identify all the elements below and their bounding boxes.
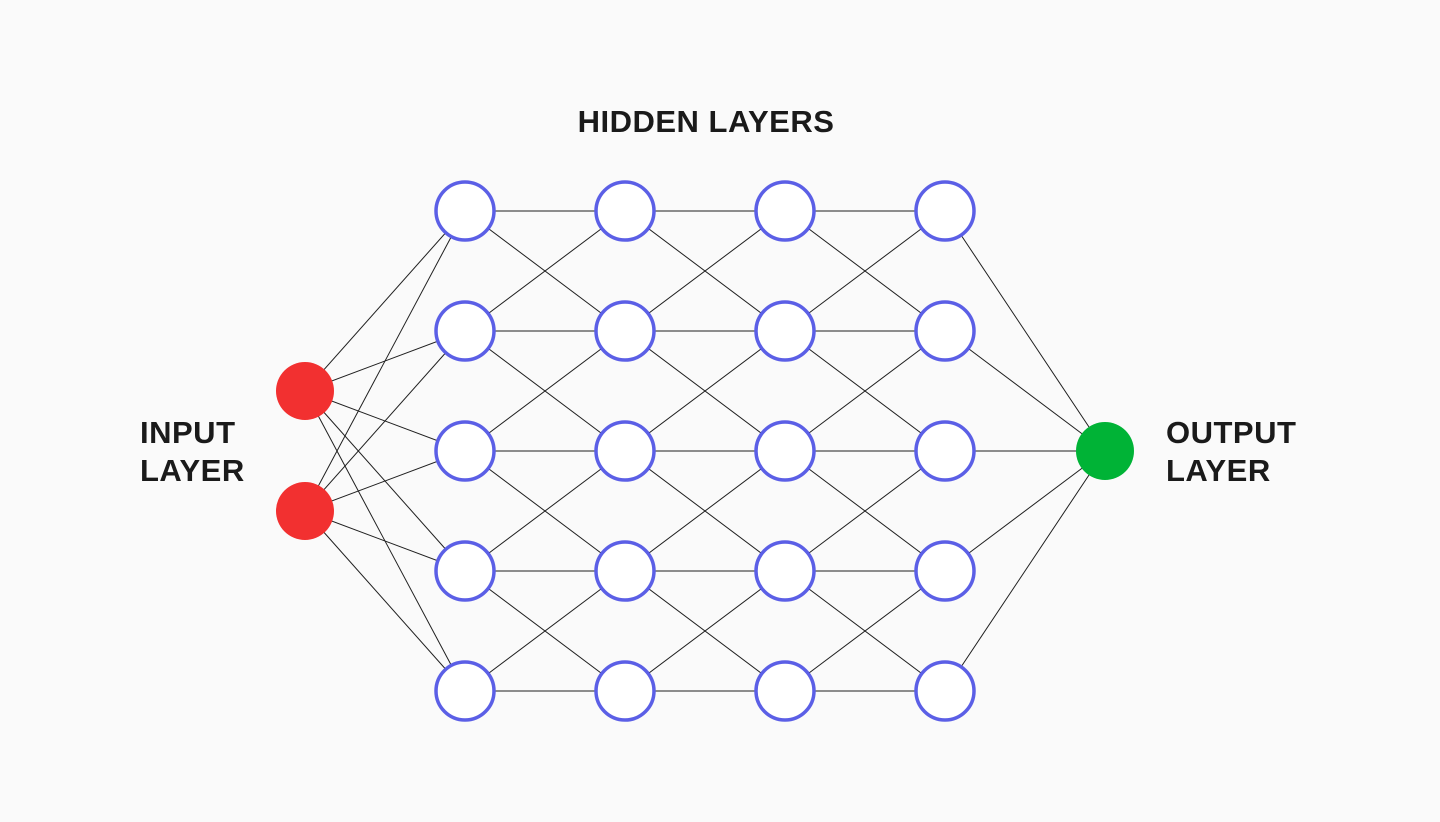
hidden-node-3-3: [754, 540, 816, 602]
hidden-node-2-3: [594, 540, 656, 602]
input-node-0-0: [276, 362, 334, 420]
connection-line: [784, 330, 946, 452]
connection-line: [944, 330, 1106, 452]
connection-line: [624, 570, 786, 692]
hidden-node-1-1: [434, 300, 496, 362]
input-layer-label-line1: INPUT: [140, 415, 236, 450]
connection-line: [624, 210, 786, 332]
output-layer-label-line2: LAYER: [1166, 453, 1271, 488]
hidden-node-4-2: [914, 420, 976, 482]
hidden-node-3-0: [754, 180, 816, 242]
connection-line: [624, 330, 786, 452]
connection-line: [784, 450, 946, 572]
hidden-node-3-1: [754, 300, 816, 362]
nodes: [276, 180, 1134, 722]
hidden-node-4-1: [914, 300, 976, 362]
connection-line: [784, 210, 946, 332]
connection-line: [304, 330, 466, 512]
connection-line: [944, 450, 1106, 572]
hidden-node-1-4: [434, 660, 496, 722]
output-layer-label-line1: OUTPUT: [1166, 415, 1296, 450]
connection-line: [784, 570, 946, 692]
input-layer-label-line2: LAYER: [140, 453, 245, 488]
hidden-node-1-2: [434, 420, 496, 482]
hidden-node-2-2: [594, 420, 656, 482]
hidden-layers-label: HIDDEN LAYERS: [578, 104, 835, 139]
hidden-node-4-3: [914, 540, 976, 602]
hidden-node-2-0: [594, 180, 656, 242]
connections: [304, 210, 1106, 692]
connection-line: [464, 210, 626, 332]
connection-line: [944, 210, 1106, 452]
hidden-node-3-2: [754, 420, 816, 482]
connection-line: [464, 330, 626, 452]
connection-line: [464, 570, 626, 692]
connection-line: [624, 450, 786, 572]
connection-line: [944, 450, 1106, 692]
hidden-node-2-4: [594, 660, 656, 722]
hidden-node-1-0: [434, 180, 496, 242]
output-node-5-0: [1076, 422, 1134, 480]
hidden-node-4-0: [914, 180, 976, 242]
input-node-0-1: [276, 482, 334, 540]
hidden-node-2-1: [594, 300, 656, 362]
connection-line: [304, 210, 466, 392]
connection-line: [464, 450, 626, 572]
hidden-node-3-4: [754, 660, 816, 722]
hidden-node-1-3: [434, 540, 496, 602]
connection-line: [304, 210, 466, 512]
hidden-node-4-4: [914, 660, 976, 722]
connection-line: [304, 510, 466, 692]
